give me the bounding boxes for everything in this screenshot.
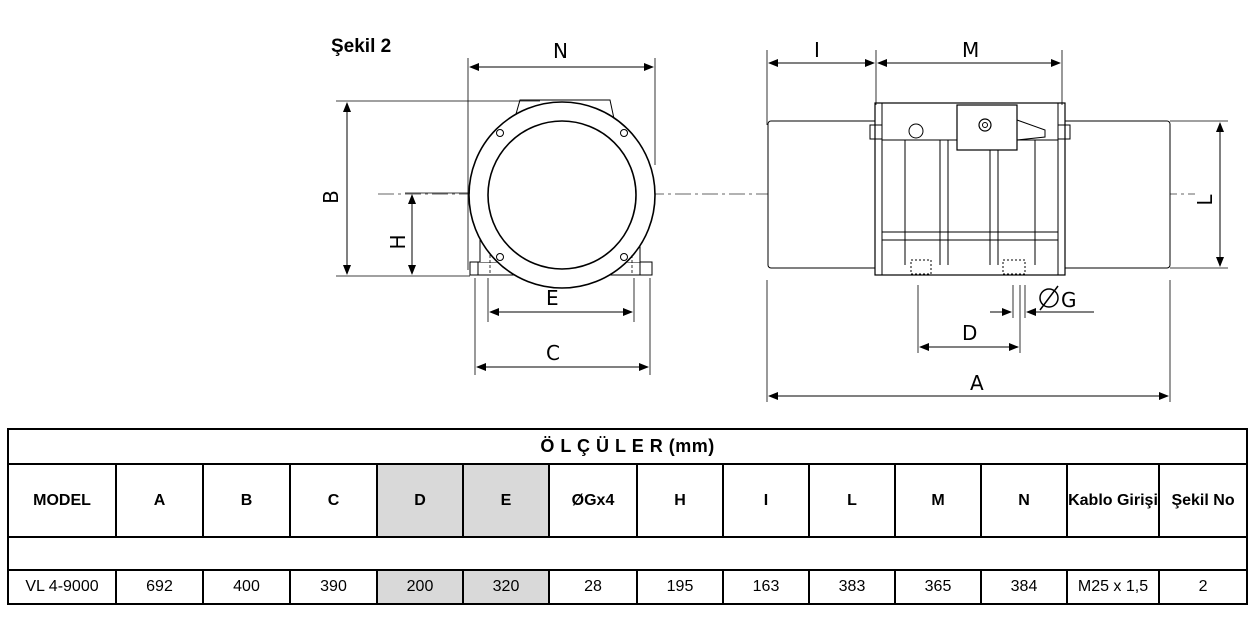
figure-label: Şekil 2	[331, 36, 392, 57]
cell-figure-no: 2	[1157, 569, 1249, 605]
header-e: E	[462, 463, 550, 538]
cell-g: 28	[548, 569, 638, 605]
table-row: VL 4-9000 692 400 390 200 320 28 195 163…	[7, 569, 1249, 605]
cell-d: 200	[376, 569, 464, 605]
header-model: MODEL	[7, 463, 117, 538]
technical-drawing: N B H E C I M L A D G	[319, 38, 1228, 402]
header-d: D	[376, 463, 464, 538]
dim-label-e: E	[546, 286, 559, 310]
cell-cable-entry: M25 x 1,5	[1066, 569, 1160, 605]
dim-label-l: L	[1193, 194, 1217, 206]
cell-i: 163	[722, 569, 810, 605]
dim-label-n: N	[553, 39, 568, 63]
cell-l: 383	[808, 569, 896, 605]
header-c: C	[289, 463, 378, 538]
dim-label-c: C	[546, 341, 560, 365]
header-i: I	[722, 463, 810, 538]
table-spacer-row	[6, 536, 1249, 571]
table-title: Ö L Ç Ü L E R (mm)	[6, 428, 1249, 465]
dimensions-table: Ö L Ç Ü L E R (mm) MODEL A B C D E ØGx4 …	[6, 428, 1249, 605]
header-l: L	[808, 463, 896, 538]
header-b: B	[202, 463, 291, 538]
cell-h: 195	[636, 569, 724, 605]
dim-label-b: B	[319, 190, 343, 204]
header-h: H	[636, 463, 724, 538]
header-g: ØGx4	[548, 463, 638, 538]
dim-label-i: I	[814, 38, 820, 62]
cell-a: 692	[115, 569, 204, 605]
spacer-cell	[6, 536, 1249, 571]
header-m: M	[894, 463, 982, 538]
cell-c: 390	[289, 569, 378, 605]
cell-m: 365	[894, 569, 982, 605]
header-a: A	[115, 463, 204, 538]
header-n: N	[980, 463, 1068, 538]
dim-label-h: H	[386, 234, 410, 249]
diameter-symbol-icon	[1039, 285, 1059, 311]
table-header-row: MODEL A B C D E ØGx4 H I L M N Kablo Gir…	[7, 463, 1249, 538]
front-view	[336, 58, 656, 375]
dim-label-a: A	[970, 371, 984, 395]
dim-label-g: G	[1061, 288, 1077, 312]
cell-b: 400	[202, 569, 291, 605]
dim-label-d: D	[962, 321, 977, 345]
cell-n: 384	[980, 569, 1068, 605]
side-view	[766, 50, 1228, 402]
header-figure-no: Şekil No	[1157, 463, 1249, 538]
cell-e: 320	[462, 569, 550, 605]
header-cable-entry: Kablo Girişi	[1066, 463, 1160, 538]
cell-model: VL 4-9000	[7, 569, 117, 605]
dim-label-m: M	[962, 38, 979, 62]
